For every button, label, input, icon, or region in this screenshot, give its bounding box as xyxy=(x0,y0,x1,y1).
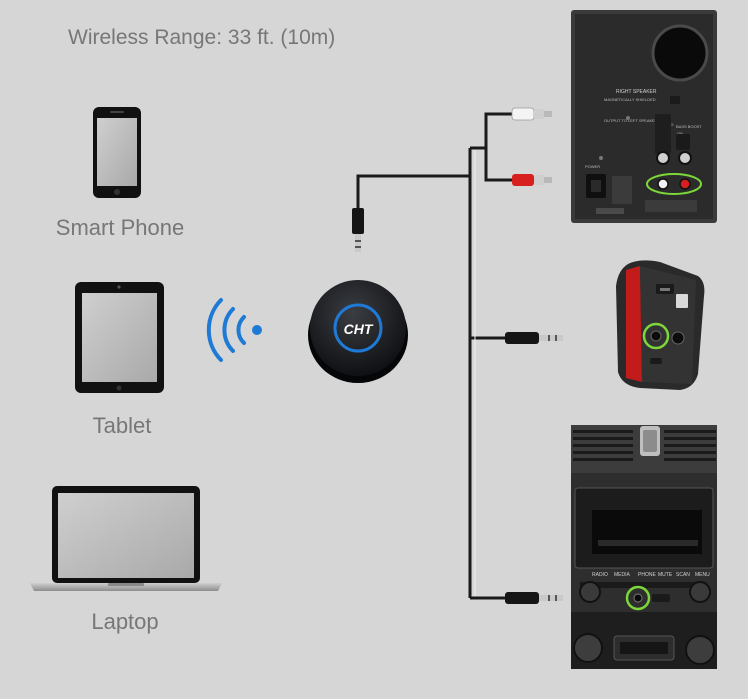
car-button-menu: MENU xyxy=(695,572,710,578)
audio-cables xyxy=(356,112,516,600)
portable-speaker-plug xyxy=(505,332,563,344)
speaker-left-output: OUTPUT TO LEFT SPEAKER xyxy=(604,118,658,123)
car-button-media: MEDIA xyxy=(614,572,631,578)
rca-white-plug xyxy=(511,107,552,121)
speaker-power: POWER xyxy=(585,164,600,169)
bluetooth-receiver: CHT xyxy=(308,280,408,383)
bookshelf-speaker: RIGHT SPEAKER MAGNETICALLY SHIELDED OUTP… xyxy=(571,10,717,223)
speaker-heading: RIGHT SPEAKER xyxy=(616,89,657,95)
rca-red-plug xyxy=(512,174,552,186)
wifi-signal-icon xyxy=(206,298,262,362)
car-stereo: RADIO MEDIA PHONE MUTE SCAN MENU xyxy=(571,425,717,669)
car-button-scan: SCAN xyxy=(676,572,690,578)
portable-speaker xyxy=(616,260,705,390)
laptop-icon xyxy=(30,486,222,591)
speaker-on: ON xyxy=(677,131,683,136)
receiver-plug xyxy=(352,208,364,252)
receiver-logo: CHT xyxy=(344,321,374,337)
tablet-icon xyxy=(75,282,164,393)
car-stereo-plug xyxy=(505,592,563,604)
smart-phone-label: Smart Phone xyxy=(55,215,185,240)
wireless-range-title: Wireless Range: 33 ft. (10m) xyxy=(68,26,336,49)
car-button-mute: MUTE xyxy=(658,572,673,578)
speaker-bass: BASS BOOST xyxy=(676,124,702,129)
car-button-radio: RADIO xyxy=(592,572,608,578)
smartphone-icon xyxy=(93,107,141,198)
speaker-subheading: MAGNETICALLY SHIELDED xyxy=(604,97,656,102)
laptop-label: Laptop xyxy=(91,609,159,634)
tablet-label: Tablet xyxy=(92,413,152,438)
car-button-phone: PHONE xyxy=(638,572,656,578)
